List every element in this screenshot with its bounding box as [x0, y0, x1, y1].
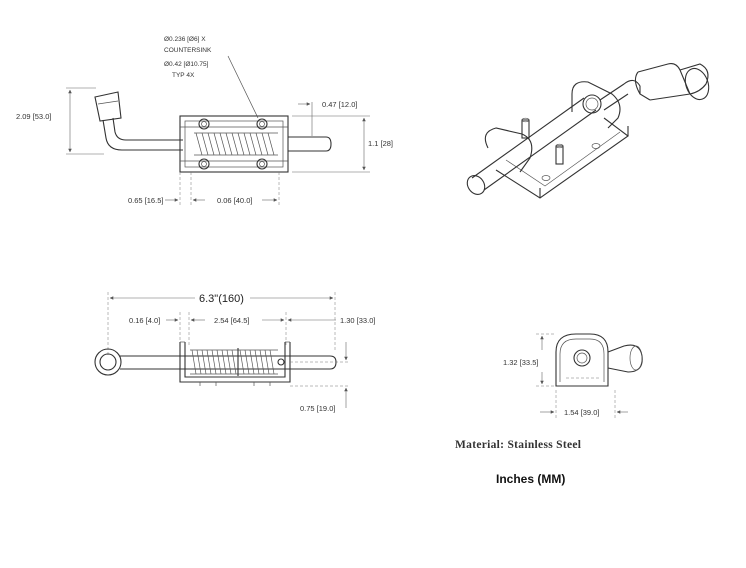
units-note: Inches (MM) — [496, 472, 565, 486]
dim-depth-label: 0.75 [19.0] — [300, 404, 335, 413]
latch-body — [179, 115, 289, 173]
top-view: Ø0.236 [Ø6] X COUNTERSINK Ø0.42 [Ø10.75]… — [16, 36, 393, 205]
dim-left-label: 0.65 [16.5] — [128, 196, 163, 205]
dim-base-label: 0.06 [40.0] — [217, 196, 252, 205]
handle-knob — [94, 91, 122, 122]
material-note: Material: Stainless Steel — [455, 439, 581, 451]
dim-height-label: 2.09 [53.0] — [16, 112, 51, 121]
callout-leader — [227, 55, 259, 119]
front-view: 6.3"(160) 0.16 [4.0] 2.54 [64.5] 1.30 [3… — [94, 292, 375, 413]
countersink-holes — [198, 118, 268, 170]
end-dim-height-label: 1.32 [33.5] — [503, 358, 538, 367]
dim-width-label: 1.1 [28] — [368, 139, 393, 148]
dim-overall-label: 6.3"(160) — [199, 293, 244, 305]
latch-pin — [288, 136, 332, 152]
dim-handle-label: 0.16 [4.0] — [129, 316, 160, 325]
callout-line-1: Ø0.236 [Ø6] X — [164, 36, 206, 43]
callout-line-3: Ø0.42 [Ø10.75] — [164, 61, 209, 68]
front-spring — [190, 348, 278, 376]
end-view: 1.32 [33.5] 1.54 [39.0] — [503, 333, 643, 418]
dim-pin-dia-label: 0.47 [12.0] — [322, 100, 357, 109]
handle-shaft — [102, 117, 183, 151]
isometric-view — [466, 63, 710, 199]
callout-line-2: COUNTERSINK — [164, 47, 212, 54]
dim-body-label: 2.54 [64.5] — [214, 316, 249, 325]
spring-coils — [194, 132, 278, 156]
callout-line-4: TYP 4X — [172, 72, 195, 79]
dim-pin-label: 1.30 [33.0] — [340, 316, 375, 325]
end-dim-width-label: 1.54 [39.0] — [564, 408, 599, 417]
